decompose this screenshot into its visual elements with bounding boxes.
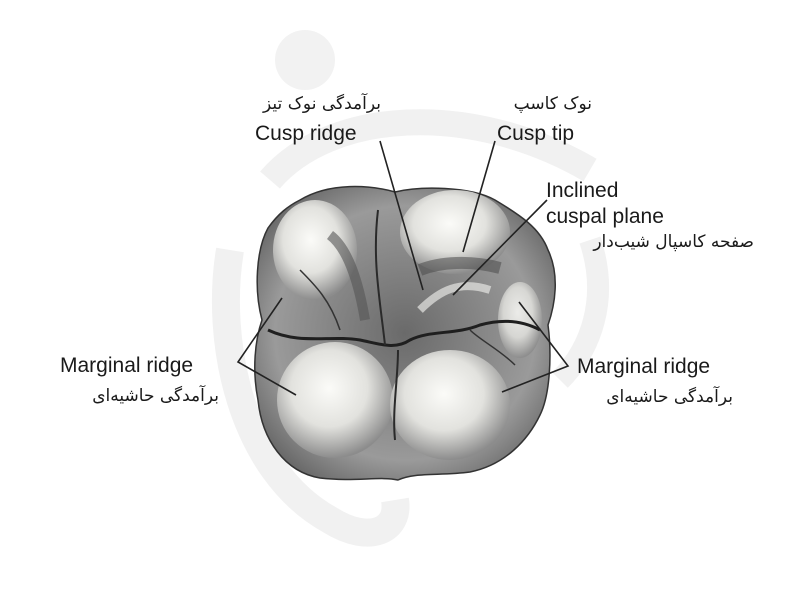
leader-cusp-tip: [462, 140, 496, 253]
leader-inclined-plane: [452, 199, 548, 296]
label-marginal-ridge-right-fa: برآمدگی حاشیه‌ای: [606, 387, 733, 407]
label-inclined-plane-fa: صفحه کاسپال شیب‌دار: [593, 232, 754, 252]
label-inclined-plane-en-line1: Inclined: [546, 179, 619, 202]
leader-marginial-ridge-left: [236, 297, 297, 396]
watermark-logo-icon: [211, 30, 609, 547]
leader-lines: [236, 140, 570, 396]
leader-marginal-ridge-right: [501, 301, 570, 393]
label-cusp-ridge-en: Cusp ridge: [255, 122, 357, 145]
molar-tooth-illustration: [254, 185, 556, 481]
label-cusp-ridge-fa: برآمدگی نوک تیز: [263, 94, 381, 114]
label-marginal-ridge-right-en: Marginal ridge: [577, 355, 711, 378]
label-cusp-tip-fa: نوک کاسپ: [513, 94, 592, 114]
label-cusp-tip-en: Cusp tip: [497, 122, 575, 145]
label-marginal-ridge-left-en: Marginal ridge: [60, 354, 194, 377]
leader-cusp-ridge: [379, 140, 424, 291]
label-inclined-plane-en-line2: cuspal plane: [546, 205, 664, 228]
label-marginal-ridge-left-fa: برآمدگی حاشیه‌ای: [92, 386, 219, 406]
